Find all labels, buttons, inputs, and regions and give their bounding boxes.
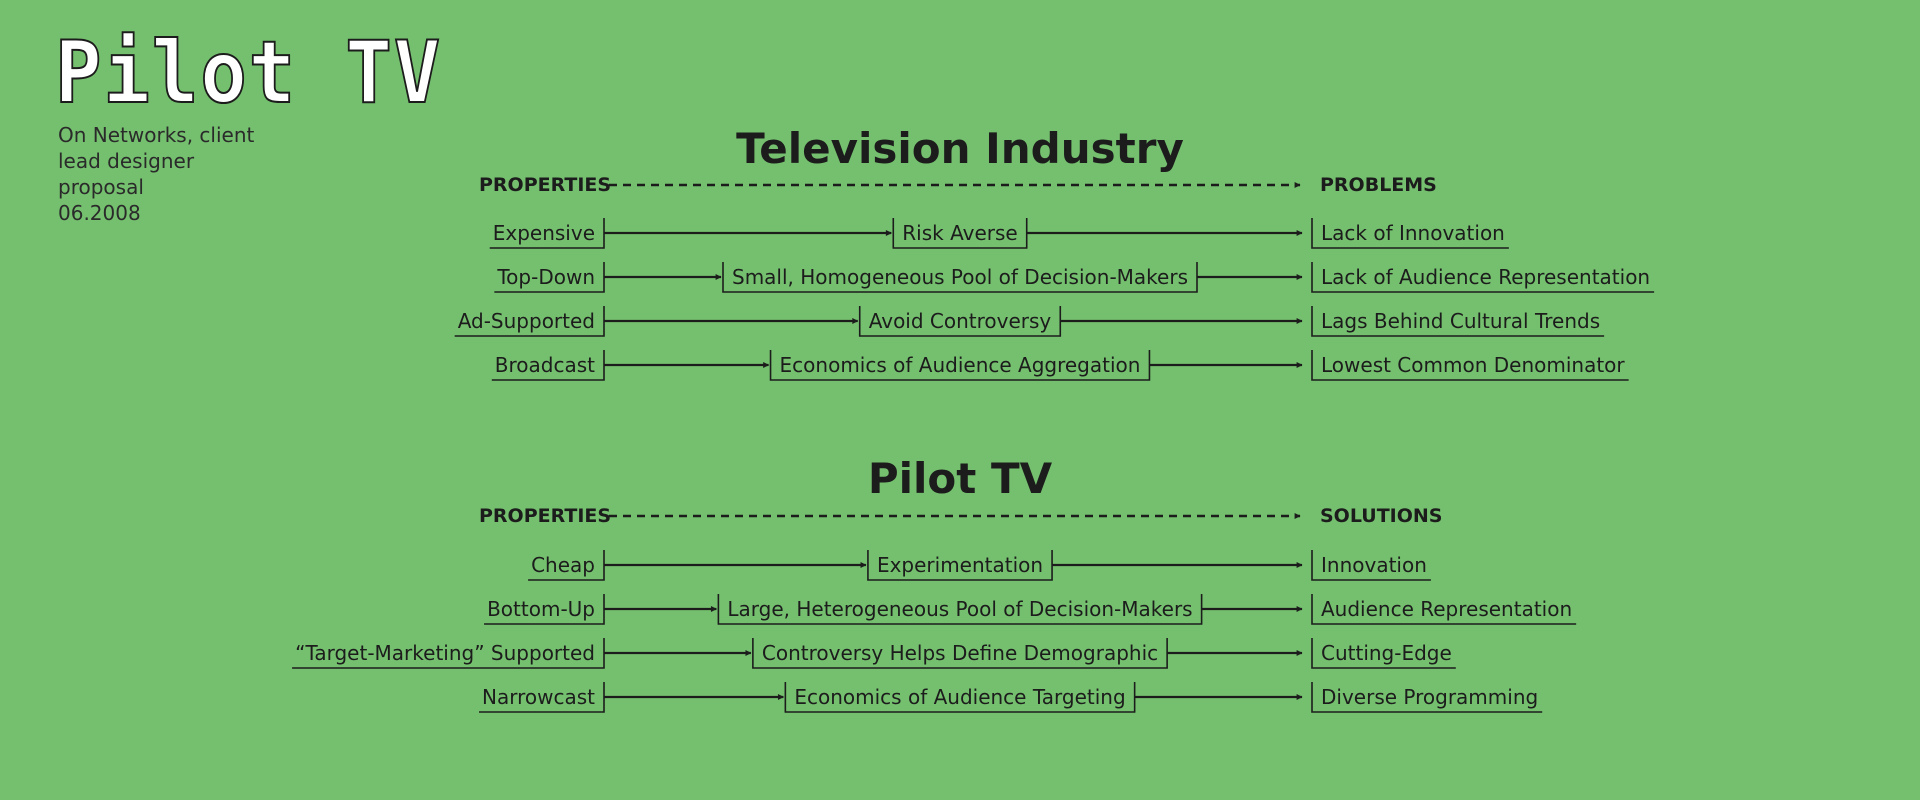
property-bracket	[479, 682, 605, 713]
effect-label: Economics of Audience Targeting	[794, 685, 1125, 709]
property-label: Ad-Supported	[458, 309, 595, 333]
property-label: Cheap	[531, 553, 595, 577]
right-column-header: SOLUTIONS	[1320, 505, 1442, 527]
property-bracket	[292, 638, 605, 669]
left-column-header: PROPERTIES	[479, 505, 611, 527]
effect-bracket	[769, 350, 1151, 381]
effect-label: Economics of Audience Aggregation	[780, 353, 1141, 377]
meta-line: lead designer	[58, 149, 195, 173]
effect-label: Small, Homogeneous Pool of Decision-Make…	[732, 265, 1188, 289]
property-label: Expensive	[493, 221, 595, 245]
left-column-header: PROPERTIES	[479, 174, 611, 196]
outcome-bracket	[1311, 218, 1509, 249]
meta-line: proposal	[58, 175, 144, 199]
section-title: Pilot TV	[868, 454, 1053, 503]
outcome-label: Lowest Common Denominator	[1321, 353, 1625, 377]
section-title: Television Industry	[736, 124, 1184, 173]
outcome-bracket	[1311, 594, 1577, 625]
effect-bracket	[892, 218, 1028, 249]
outcome-bracket	[1311, 638, 1456, 669]
outcome-bracket	[1311, 350, 1629, 381]
outcome-label: Lack of Audience Representation	[1321, 265, 1650, 289]
effect-label: Large, Heterogeneous Pool of Decision-Ma…	[727, 597, 1192, 621]
effect-bracket	[858, 306, 1062, 337]
outcome-label: Innovation	[1321, 553, 1427, 577]
property-bracket	[491, 350, 605, 381]
property-bracket	[528, 550, 605, 581]
effect-label: Avoid Controversy	[869, 309, 1052, 333]
property-label: “Target-Marketing” Supported	[295, 641, 595, 665]
meta-line: 06.2008	[58, 201, 141, 225]
property-label: Narrowcast	[482, 685, 595, 709]
effect-bracket	[867, 550, 1053, 581]
outcome-bracket	[1311, 550, 1431, 581]
outcome-bracket	[1311, 262, 1655, 293]
property-bracket	[454, 306, 605, 337]
outcome-label: Lack of Innovation	[1321, 221, 1505, 245]
project-meta: On Networks, client lead designer propos…	[58, 122, 254, 226]
effect-label: Experimentation	[877, 553, 1043, 577]
outcome-label: Cutting-Edge	[1321, 641, 1452, 665]
outcome-label: Lags Behind Cultural Trends	[1321, 309, 1600, 333]
outcome-label: Diverse Programming	[1321, 685, 1538, 709]
right-column-header: PROBLEMS	[1320, 174, 1437, 196]
property-label: Top-Down	[496, 265, 595, 289]
property-bracket	[484, 594, 605, 625]
property-label: Bottom-Up	[487, 597, 595, 621]
effect-label: Controversy Helps Define Demographic	[762, 641, 1158, 665]
outcome-bracket	[1311, 306, 1605, 337]
outcome-bracket	[1311, 682, 1543, 713]
logo-title: Pilot TV	[54, 23, 443, 123]
meta-line: On Networks, client	[58, 123, 255, 147]
property-bracket	[489, 218, 605, 249]
effect-bracket	[784, 682, 1136, 713]
property-label: Broadcast	[495, 353, 595, 377]
outcome-label: Audience Representation	[1321, 597, 1572, 621]
effect-label: Risk Averse	[902, 221, 1017, 245]
property-bracket	[494, 262, 605, 293]
